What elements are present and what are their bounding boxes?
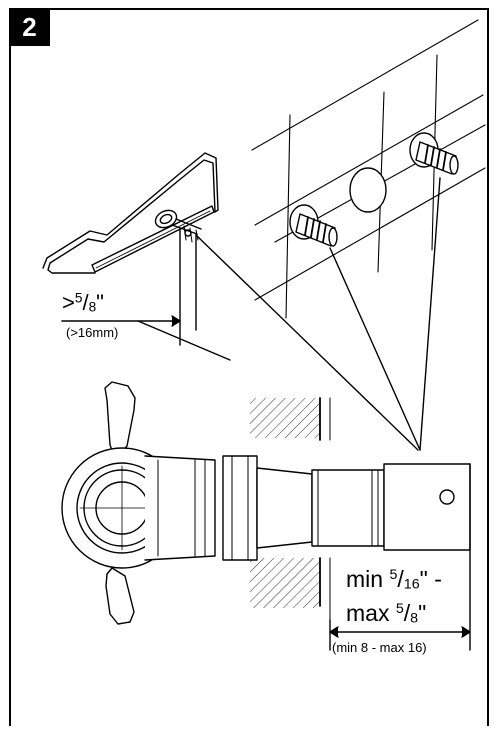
cut-den: 8 bbox=[88, 299, 97, 315]
cut-num: 5 bbox=[74, 290, 83, 306]
cut-unit: " bbox=[96, 290, 104, 315]
cut-length-label: >5/8" bbox=[62, 290, 104, 315]
range-min-prefix: min bbox=[346, 566, 390, 592]
range-max-den: 8 bbox=[410, 610, 419, 627]
panel-frame bbox=[9, 8, 489, 726]
range-dimension bbox=[329, 619, 471, 651]
detail-leader-lines bbox=[195, 177, 441, 451]
tiled-wall-illustration bbox=[251, 19, 486, 319]
step-number-badge: 2 bbox=[9, 8, 50, 46]
range-min-label: min 5/16" - bbox=[346, 566, 442, 593]
range-min-suffix: " - bbox=[419, 566, 442, 592]
range-max-suffix: " bbox=[418, 600, 427, 626]
range-min-den: 16 bbox=[403, 576, 420, 593]
range-max-label: max 5/8" bbox=[346, 600, 427, 627]
range-max-prefix: max bbox=[346, 600, 396, 626]
cut-length-dimension bbox=[61, 227, 231, 361]
range-min-num: 5 bbox=[389, 567, 398, 584]
valve-body-illustration bbox=[61, 381, 471, 651]
range-metric: (min 8 - max 16) bbox=[332, 640, 427, 655]
hacksaw-illustration bbox=[42, 152, 219, 274]
range-max-num: 5 bbox=[395, 601, 404, 618]
wall-section bbox=[250, 397, 331, 621]
cut-prefix: > bbox=[62, 290, 75, 315]
cut-length-metric: (>16mm) bbox=[66, 325, 119, 340]
